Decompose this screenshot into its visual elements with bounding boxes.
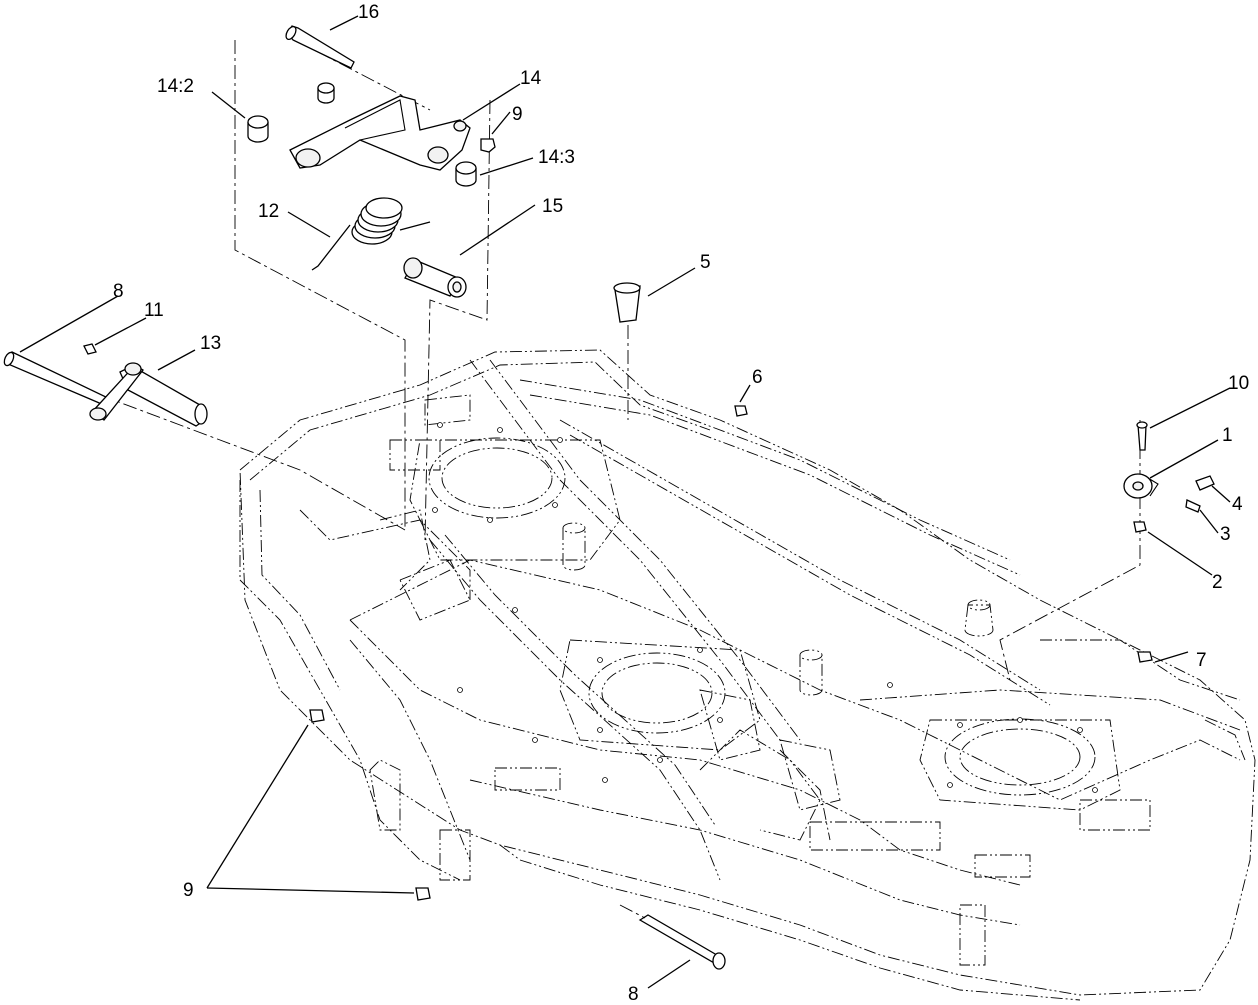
bolt-16 bbox=[285, 25, 355, 69]
nut-7 bbox=[1137, 651, 1153, 663]
callout-16: 16 bbox=[358, 2, 379, 23]
callout-9-top: 9 bbox=[512, 104, 523, 125]
callout-12: 12 bbox=[258, 201, 279, 222]
pivot-centerline bbox=[99, 394, 406, 531]
nut-2 bbox=[1133, 521, 1147, 533]
callout-7: 7 bbox=[1196, 650, 1207, 671]
bolt-8-left bbox=[3, 351, 109, 406]
lift-arm-envelope-right bbox=[424, 99, 491, 541]
right-stack-centerline bbox=[999, 420, 1141, 681]
pivot-arm-13 bbox=[89, 362, 208, 427]
deck-holes bbox=[432, 422, 1098, 793]
hitch-plate-1 bbox=[1123, 473, 1159, 499]
torsion-spring-12 bbox=[311, 197, 431, 271]
grease-fitting-11 bbox=[83, 343, 97, 355]
callout-14-2: 14:2 bbox=[157, 76, 194, 97]
callout-4: 4 bbox=[1232, 494, 1243, 515]
callout-8-bottom: 8 bbox=[628, 984, 639, 1005]
callout-6: 6 bbox=[752, 367, 763, 388]
callout-2: 2 bbox=[1212, 572, 1223, 593]
callout-10: 10 bbox=[1228, 373, 1249, 394]
callout-8-left: 8 bbox=[113, 281, 124, 302]
roller-15 bbox=[403, 257, 467, 298]
clevis-pin-3 bbox=[1185, 499, 1201, 513]
callout-5: 5 bbox=[700, 252, 711, 273]
leader-lines bbox=[19, 15, 1231, 989]
callout-9-bottom: 9 bbox=[183, 880, 194, 901]
callout-13: 13 bbox=[200, 333, 221, 354]
clip-4 bbox=[1195, 475, 1215, 491]
callout-14: 14 bbox=[520, 68, 542, 89]
bushing-14-3 bbox=[455, 161, 477, 187]
callout-11: 11 bbox=[144, 300, 164, 321]
callout-15: 15 bbox=[542, 196, 563, 217]
nut-9-top bbox=[480, 138, 496, 153]
nut-6 bbox=[734, 405, 748, 417]
callout-1: 1 bbox=[1222, 425, 1233, 446]
lift-arm-14 bbox=[289, 95, 471, 171]
nut-9-bottom bbox=[415, 887, 431, 901]
lift-arm-envelope bbox=[234, 40, 406, 530]
bolt-8-bottom-centerline bbox=[619, 904, 646, 919]
spindle-caps-phantom bbox=[562, 522, 994, 696]
bumper-5 bbox=[613, 282, 641, 323]
bushing-14-top bbox=[317, 82, 335, 104]
mower-deck-phantom bbox=[239, 349, 1256, 1001]
bushing-14-2 bbox=[247, 115, 269, 143]
nut-9-left bbox=[309, 709, 325, 723]
callout-14-3: 14:3 bbox=[538, 147, 575, 168]
pin-10 bbox=[1136, 421, 1148, 451]
callout-3: 3 bbox=[1220, 524, 1231, 545]
bolt-8-bottom bbox=[638, 914, 726, 970]
